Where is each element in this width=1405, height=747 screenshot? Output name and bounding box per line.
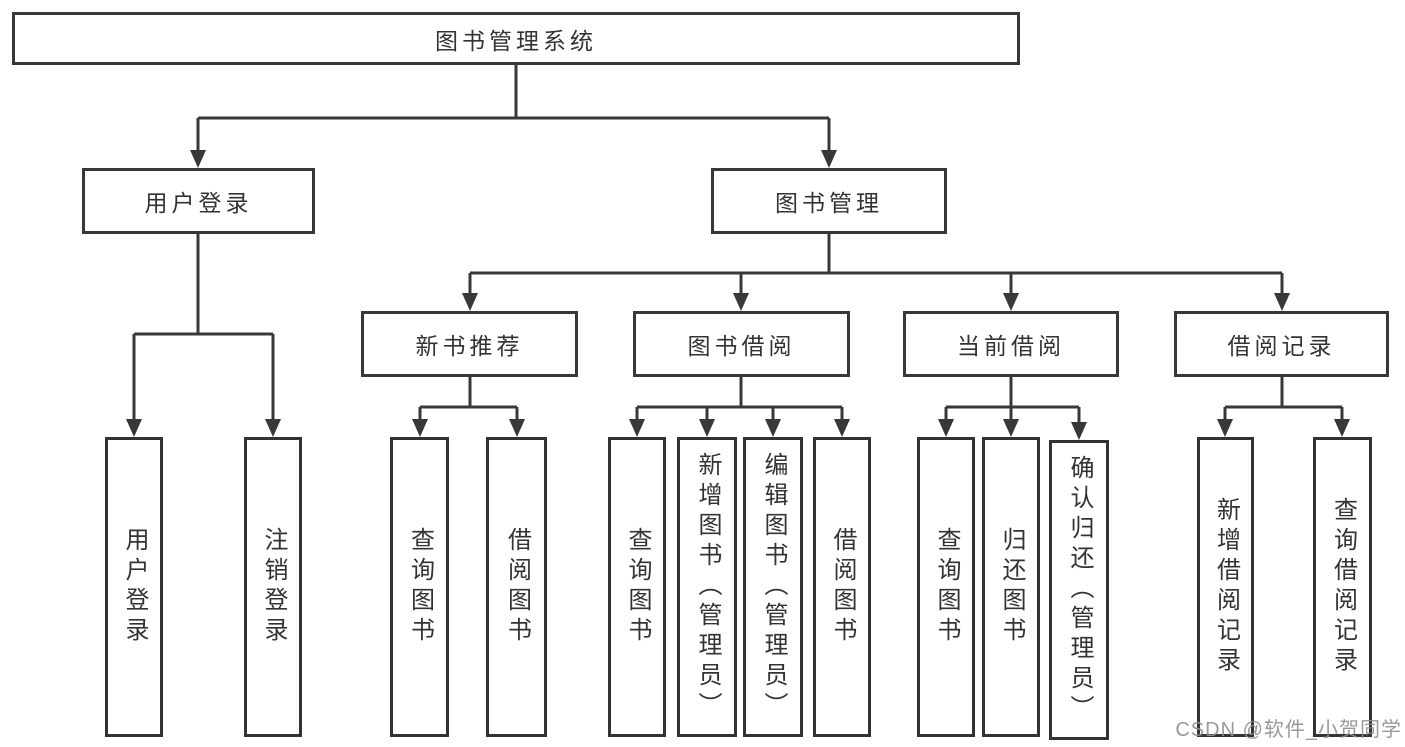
leaf-return-books-label: 归还图书 bbox=[998, 527, 1025, 647]
node-book-management-label: 图书管理 bbox=[775, 190, 883, 216]
leaf-current-query-books: 查询图书 bbox=[917, 437, 975, 737]
leaf-borrow-query-books-label: 查询图书 bbox=[624, 527, 651, 647]
connector-strokes bbox=[132, 65, 1344, 423]
leaf-add-borrow-record-label: 新增借阅记录 bbox=[1212, 497, 1240, 677]
leaf-recommend-borrow-books-label: 借阅图书 bbox=[503, 527, 531, 647]
node-root-system-label: 图书管理系统 bbox=[435, 27, 597, 54]
leaf-user-login: 用户登录 bbox=[105, 437, 163, 737]
node-root-system: 图书管理系统 bbox=[12, 12, 1020, 65]
leaf-user-login-label: 用户登录 bbox=[121, 527, 148, 647]
node-book-borrowing: 图书借阅 bbox=[633, 311, 850, 377]
leaf-borrow-books-label: 借阅图书 bbox=[829, 527, 856, 647]
leaf-borrow-query-books: 查询图书 bbox=[608, 437, 666, 737]
leaf-query-borrow-record-label: 查询借阅记录 bbox=[1329, 497, 1357, 677]
leaf-edit-book-admin-label: 编辑图书（管理员） bbox=[760, 452, 787, 722]
leaf-recommend-borrow-books: 借阅图书 bbox=[486, 437, 547, 737]
node-user-login: 用户登录 bbox=[82, 168, 315, 234]
node-user-login-label: 用户登录 bbox=[144, 190, 253, 216]
node-borrowing-records: 借阅记录 bbox=[1174, 311, 1389, 377]
leaf-confirm-return-admin-label: 确认归还（管理员） bbox=[1066, 455, 1093, 725]
node-current-borrowing: 当前借阅 bbox=[903, 311, 1119, 377]
node-new-book-recommendation: 新书推荐 bbox=[361, 311, 578, 377]
leaf-query-borrow-record: 查询借阅记录 bbox=[1313, 437, 1372, 737]
leaf-current-query-books-label: 查询图书 bbox=[933, 527, 960, 647]
node-new-book-recommendation-label: 新书推荐 bbox=[415, 333, 524, 359]
leaf-logout-label: 注销登录 bbox=[260, 527, 287, 647]
arrowheads bbox=[126, 150, 1350, 440]
node-book-borrowing-label: 图书借阅 bbox=[687, 333, 796, 359]
leaf-recommend-query-books-label: 查询图书 bbox=[406, 527, 434, 647]
leaf-borrow-books: 借阅图书 bbox=[813, 437, 871, 737]
leaf-recommend-query-books: 查询图书 bbox=[390, 437, 449, 737]
leaf-confirm-return-admin: 确认归还（管理员） bbox=[1049, 440, 1109, 740]
watermark: CSDN @软件_小贺同学 bbox=[1175, 719, 1402, 741]
leaf-add-book-admin: 新增图书（管理员） bbox=[677, 437, 737, 737]
node-current-borrowing-label: 当前借阅 bbox=[957, 333, 1065, 359]
leaf-edit-book-admin: 编辑图书（管理员） bbox=[743, 437, 803, 737]
leaf-add-book-admin-label: 新增图书（管理员） bbox=[694, 452, 721, 722]
node-borrowing-records-label: 借阅记录 bbox=[1227, 333, 1336, 359]
leaf-logout: 注销登录 bbox=[244, 437, 302, 737]
node-book-management: 图书管理 bbox=[711, 168, 947, 234]
leaf-return-books: 归还图书 bbox=[982, 437, 1040, 737]
leaf-add-borrow-record: 新增借阅记录 bbox=[1197, 437, 1254, 737]
